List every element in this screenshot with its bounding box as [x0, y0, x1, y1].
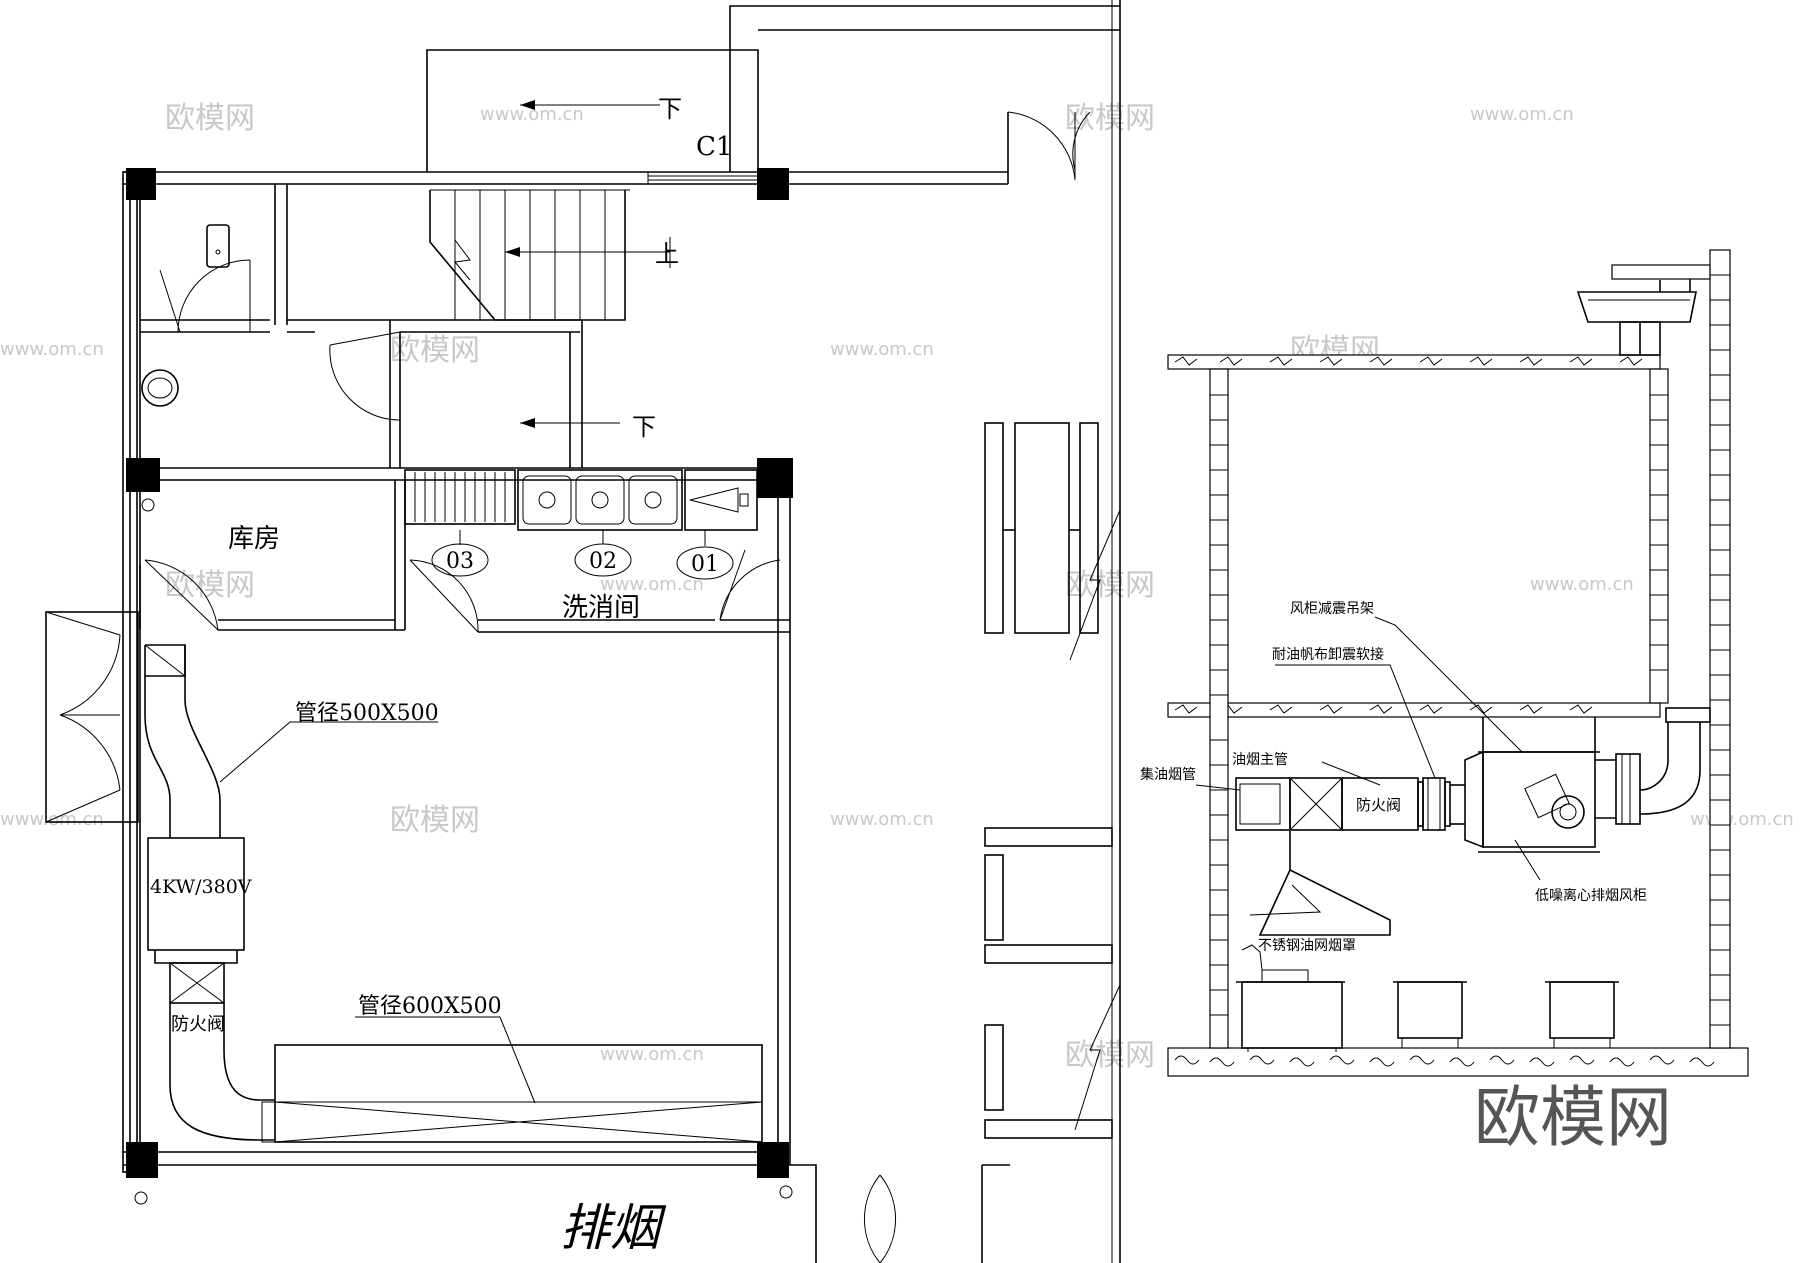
sink-number-01: 01 — [691, 552, 719, 577]
entry-door — [45, 611, 139, 823]
window-c1 — [647, 172, 757, 184]
label-oil-collect-duct: 集油烟管 — [1140, 766, 1196, 783]
stock-pot — [1397, 981, 1463, 1039]
watermark-brand: 欧模网 — [1065, 1038, 1155, 1073]
bottom-doors — [790, 1164, 1010, 1263]
column — [757, 1142, 789, 1178]
fire-damper-label: 防火阀 — [171, 1014, 225, 1035]
watermark-url: www.om.cn — [600, 1044, 704, 1065]
stock-pot — [1549, 981, 1615, 1039]
watermark-url: www.om.cn — [830, 339, 934, 360]
column — [126, 168, 156, 200]
mid-slab — [1167, 702, 1661, 718]
watermark-brand: 欧模网 — [1065, 568, 1155, 603]
stair-label-up: 上 — [655, 240, 679, 268]
roof-slab — [1167, 354, 1661, 370]
exterior-walls — [122, 112, 1009, 1173]
watermark-brand: 欧模网 — [390, 803, 480, 838]
watermark-brand: 欧模网 — [1065, 101, 1155, 136]
watermark-brand: 欧模网 — [390, 333, 480, 368]
label-fire-damper: 防火阀 — [1356, 796, 1401, 814]
sink-counter — [404, 469, 758, 531]
fan-wheel-icon — [1551, 795, 1585, 829]
top-balcony — [426, 0, 1121, 1263]
watermark-url: www.om.cn — [1470, 104, 1574, 125]
stair-label-down-mid: 下 — [632, 413, 656, 441]
triple-sink — [517, 469, 683, 531]
ground-slab — [1167, 1047, 1749, 1077]
roof-exhaust-cap — [1576, 279, 1697, 356]
kitchen-equipment — [1236, 944, 1619, 1052]
watermark-url: www.om.cn — [600, 574, 704, 595]
watermark-layer: 欧模网 www.om.cn 欧模网 www.om.cn www.om.cn 欧模… — [0, 101, 1794, 1073]
duct-size-label-500: 管径500X500 — [295, 701, 439, 726]
drain-rack — [404, 469, 516, 525]
watermark-brand: 欧模网 — [165, 101, 255, 136]
drawing-title: 排烟 — [560, 1199, 667, 1257]
watermark-url: www.om.cn — [480, 104, 584, 125]
fire-damper — [169, 962, 225, 1004]
label-hood: 不锈钢油网烟罩 — [1258, 938, 1356, 954]
section-hood — [1258, 830, 1391, 936]
window-tag: C1 — [696, 132, 732, 162]
label-fan-cabinet: 低噪离心排烟风柜 — [1535, 887, 1647, 904]
flex-joint — [1422, 777, 1446, 831]
fan-spec-label: 4KW/380V — [150, 876, 252, 898]
urinal-icon — [206, 224, 230, 268]
watermark-brand: 欧模网 — [165, 568, 255, 603]
sink-callouts — [431, 530, 734, 580]
section-view: 风柜减震吊架 耐油帆布卸震软接 油烟主管 集油烟管 防火阀 不锈钢油网烟罩 低噪… — [1140, 249, 1749, 1156]
exhaust-fan — [147, 837, 245, 951]
oil-collect-duct — [1235, 777, 1291, 831]
restroom-fixtures — [134, 224, 793, 1205]
exhaust-duct — [144, 644, 763, 1143]
label-fan-hanger: 风柜减震吊架 — [1290, 601, 1374, 617]
sink-number-03: 03 — [446, 549, 474, 574]
column — [126, 1142, 158, 1178]
fan-cabinet — [1464, 717, 1616, 853]
column — [757, 168, 789, 200]
label-oil-main-duct: 油烟主管 — [1232, 752, 1288, 768]
section-leaders — [1195, 616, 1541, 916]
stove — [1241, 981, 1343, 1049]
plan-labels: 库房 洗消间 管径500X500 管径600X500 4KW/380V 防火阀 … — [150, 95, 732, 1257]
watermark-url: www.om.cn — [1530, 574, 1634, 595]
section-walls — [1209, 249, 1731, 1049]
hood-body — [1258, 830, 1391, 936]
section-duct-run — [1235, 777, 1465, 831]
callout-bubble — [676, 546, 734, 580]
plan-leaders — [219, 721, 536, 1104]
brand-logo-text: 欧模网 — [1474, 1079, 1672, 1156]
wash-basin-icon — [141, 369, 179, 407]
column — [126, 458, 160, 492]
room-label-wash-room: 洗消间 — [562, 593, 640, 623]
structural-columns — [126, 168, 793, 1178]
floor-plan: 库房 洗消间 管径500X500 管径600X500 4KW/380V 防火阀 … — [45, 0, 1121, 1263]
riser-duct — [1615, 707, 1711, 825]
column — [757, 458, 793, 498]
stair-label-down-top: 下 — [658, 95, 682, 123]
sink-number-02: 02 — [589, 549, 617, 574]
disinfect-cabinet — [684, 469, 758, 531]
watermark-url: www.om.cn — [1690, 809, 1794, 830]
room-label-storeroom: 库房 — [228, 524, 280, 554]
doors — [144, 111, 1091, 633]
label-flex-joint: 耐油帆布卸震软接 — [1272, 646, 1384, 663]
callout-bubble — [574, 543, 632, 577]
callout-bubble — [431, 543, 489, 577]
duct-size-label-600: 管径600X500 — [358, 994, 502, 1019]
section-labels: 风柜减震吊架 耐油帆布卸震软接 油烟主管 集油烟管 防火阀 不锈钢油网烟罩 低噪… — [1140, 601, 1647, 954]
staircase — [429, 100, 671, 428]
watermark-url: www.om.cn — [0, 339, 104, 360]
corridor-benches — [984, 422, 1121, 1139]
watermark-url: www.om.cn — [830, 809, 934, 830]
